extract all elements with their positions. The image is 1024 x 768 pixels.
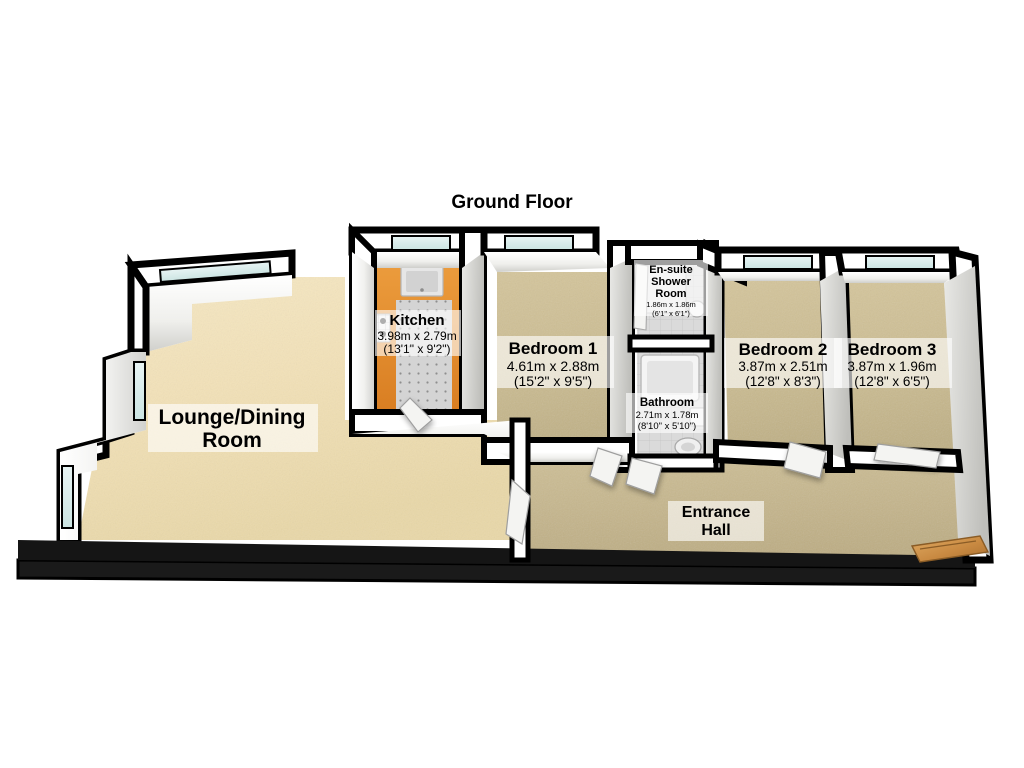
window-lounge-west-1[interactable] bbox=[133, 361, 146, 421]
room-name-line3: Room bbox=[655, 288, 686, 300]
room-dimensions-metric: 1.86m x 1.86m bbox=[646, 300, 696, 309]
room-dimensions-imperial: (13'1" x 9'2") bbox=[383, 342, 450, 356]
wall-bed3-east-face bbox=[944, 266, 990, 556]
kitchen-sink-drain bbox=[420, 288, 424, 292]
label-halo bbox=[492, 336, 614, 388]
walls-layer bbox=[16, 222, 994, 587]
label-halo bbox=[626, 393, 708, 433]
windows-layer bbox=[61, 260, 272, 529]
front-door-panel-line bbox=[919, 540, 977, 550]
window-lounge-west-2[interactable] bbox=[61, 465, 74, 529]
room-dimensions-imperial: (6'1" x 6'1") bbox=[652, 309, 690, 318]
label-halo bbox=[724, 338, 842, 388]
wall-kitchen-north-face bbox=[352, 252, 478, 268]
room-label-en-suite-shower-room: En-suite Shower Room 1.86m x 1.86m (6'1"… bbox=[634, 260, 708, 318]
label-halo bbox=[668, 501, 764, 541]
wall-kitchen-south-face bbox=[352, 420, 520, 452]
wall-wetroom-east-face bbox=[706, 252, 722, 462]
wall-west-inner-face bbox=[60, 352, 146, 540]
window-lounge-north[interactable] bbox=[158, 260, 272, 284]
wall-ensuite-bathroom-divider bbox=[627, 334, 715, 353]
room-dimensions-imperial: (12'8" x 8'3") bbox=[745, 374, 821, 389]
room-name: Bathroom bbox=[640, 397, 694, 409]
room-name-line2: Hall bbox=[701, 522, 730, 539]
room-dimensions-metric: 4.61m x 2.88m bbox=[507, 358, 600, 374]
wall-bed3-north-face bbox=[842, 272, 960, 283]
room-label-lounge-dining-room: Lounge/Dining Room bbox=[148, 404, 318, 452]
wall-kitchen-east-face bbox=[462, 252, 484, 420]
door-bathroom[interactable] bbox=[625, 457, 663, 495]
kitchen-sink-basin bbox=[406, 271, 438, 292]
wall-bed2-north-face bbox=[718, 272, 830, 281]
room-name: Entrance bbox=[682, 504, 751, 521]
wall-north-lounge-face bbox=[146, 275, 292, 352]
label-halo bbox=[148, 404, 318, 452]
room-dimensions-imperial: (12'8" x 6'5") bbox=[854, 374, 930, 389]
door-bedroom-2[interactable] bbox=[783, 441, 827, 479]
room-label-bedroom-1: Bedroom 1 4.61m x 2.88m (15'2" x 9'5") bbox=[492, 336, 614, 389]
window-bedroom-1[interactable] bbox=[504, 235, 574, 251]
room-labels-layer: Lounge/Dining Room Kitchen 3.98m x 2.79m… bbox=[148, 260, 952, 541]
room-label-bedroom-3: Bedroom 3 3.87m x 1.96m (12'8" x 6'5") bbox=[834, 338, 952, 389]
room-label-entrance-hall: Entrance Hall bbox=[668, 501, 764, 541]
room-name-line2: Room bbox=[202, 429, 262, 452]
room-dimensions-imperial: (15'2" x 9'5") bbox=[514, 373, 592, 389]
door-bedroom-3[interactable] bbox=[873, 443, 941, 469]
room-name-line2: Shower bbox=[651, 276, 691, 288]
door-kitchen[interactable] bbox=[399, 397, 433, 433]
label-halo bbox=[375, 310, 461, 356]
window-bedroom-3[interactable] bbox=[865, 255, 935, 270]
room-label-bedroom-2: Bedroom 2 3.87m x 2.51m (12'8" x 8'3") bbox=[724, 338, 842, 389]
wall-west-upper bbox=[127, 253, 150, 356]
window-kitchen[interactable] bbox=[391, 235, 451, 251]
wall-kitchen-west-face bbox=[352, 252, 374, 420]
room-dimensions-metric: 3.87m x 1.96m bbox=[847, 359, 936, 374]
room-dimensions-imperial: (8'10" x 5'10") bbox=[638, 421, 696, 432]
room-name: En-suite bbox=[649, 264, 692, 276]
wall-bed1-north-face bbox=[484, 252, 610, 272]
room-label-bathroom: Bathroom 2.71m x 1.78m (8'10" x 5'10") bbox=[626, 393, 708, 433]
door-bedroom-1[interactable] bbox=[589, 447, 623, 487]
room-label-kitchen: Kitchen 3.98m x 2.79m (13'1" x 9'2") bbox=[375, 310, 461, 356]
room-name: Bedroom 3 bbox=[848, 340, 937, 359]
room-dimensions-metric: 2.71m x 1.78m bbox=[636, 410, 699, 421]
room-name: Bedroom 1 bbox=[509, 339, 598, 358]
room-name: Lounge/Dining bbox=[159, 406, 306, 429]
door-lounge[interactable] bbox=[505, 478, 531, 545]
label-halo bbox=[634, 260, 708, 316]
room-dimensions-metric: 3.98m x 2.79m bbox=[377, 329, 456, 343]
label-halo bbox=[834, 338, 952, 388]
window-bedroom-2[interactable] bbox=[743, 255, 813, 270]
page-title: Ground Floor bbox=[451, 192, 573, 213]
room-name: Kitchen bbox=[389, 312, 444, 329]
wall-south-face bbox=[18, 540, 975, 568]
room-dimensions-metric: 3.87m x 2.51m bbox=[738, 359, 827, 374]
kitchen-worktop bbox=[374, 268, 462, 412]
room-name: Bedroom 2 bbox=[739, 340, 828, 359]
